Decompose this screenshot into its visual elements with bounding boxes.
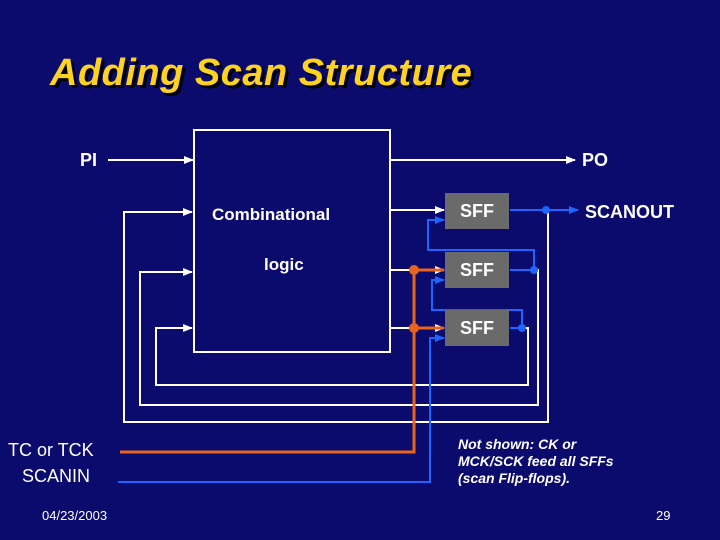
scanin-label: SCANIN bbox=[22, 466, 91, 486]
tc-dot-sff3 bbox=[409, 323, 419, 333]
po-label: PO bbox=[582, 150, 609, 170]
pi-label: PI bbox=[80, 150, 98, 170]
logic-label: logic bbox=[264, 255, 304, 274]
tc-dot-sff2 bbox=[409, 265, 419, 275]
slide-title: Adding Scan Structure bbox=[50, 52, 473, 94]
scanout-label: SCANOUT bbox=[585, 202, 674, 222]
sff-2: SFF bbox=[445, 252, 509, 288]
tc-label: TC or TCK bbox=[8, 440, 94, 460]
tc-wire bbox=[120, 270, 416, 454]
slide-page-number: 29 bbox=[656, 508, 671, 523]
scan-dot-sff2 bbox=[530, 266, 538, 274]
combinational-label: Combinational bbox=[212, 205, 331, 224]
slide-date: 04/23/2003 bbox=[42, 508, 108, 523]
scan-dot-sff1 bbox=[542, 206, 550, 214]
note-text: Not shown: CK or MCK/SCK feed all SFFs (… bbox=[458, 436, 614, 486]
scanin-chain-wire bbox=[118, 334, 445, 483]
sff-1: SFF bbox=[445, 193, 509, 229]
sff-3: SFF bbox=[445, 310, 509, 346]
combinational-logic-block bbox=[193, 129, 391, 353]
scan-dot-sff3 bbox=[518, 324, 526, 332]
